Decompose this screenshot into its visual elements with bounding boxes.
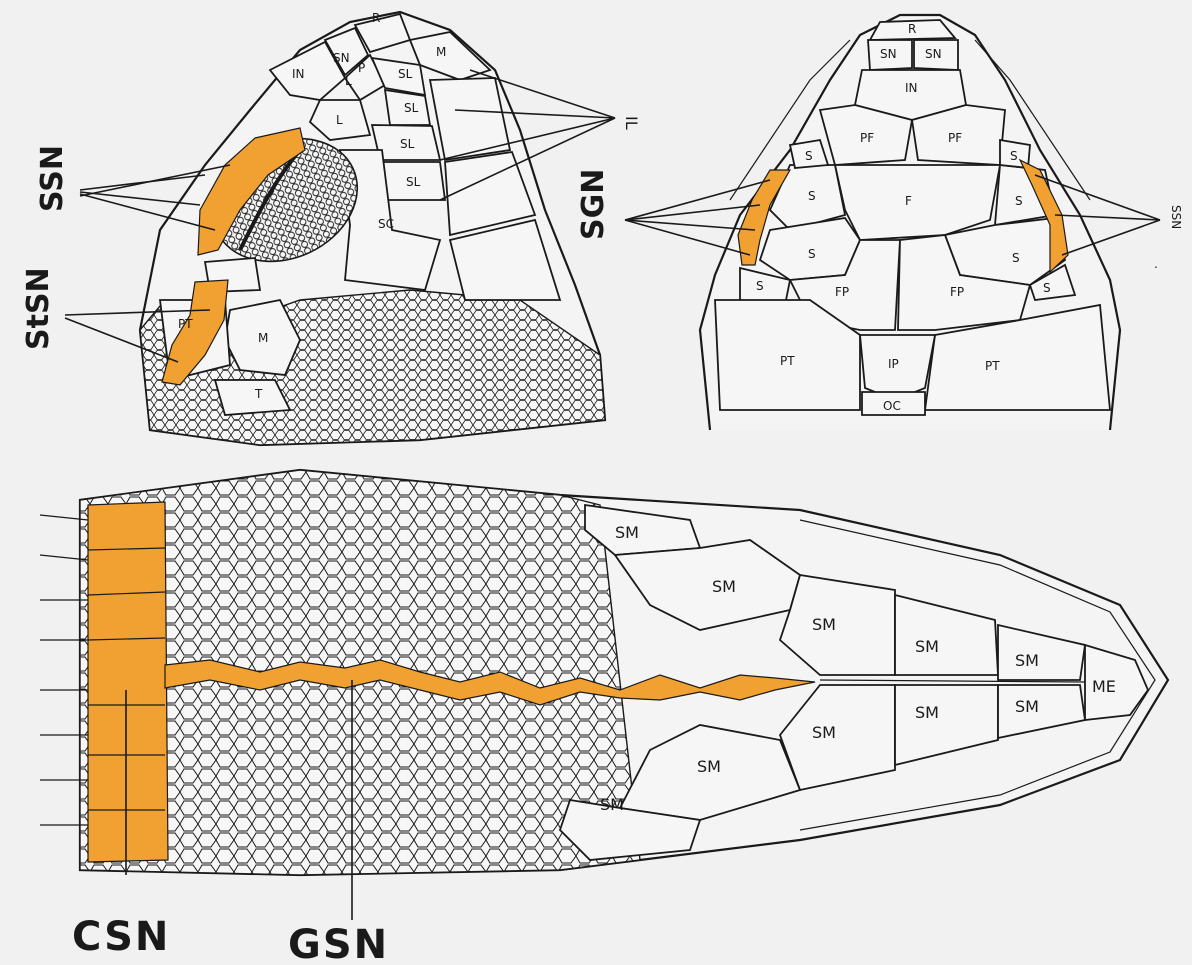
label-lateral-p: P: [358, 61, 365, 75]
label-dorsal-sn-2: SN: [925, 47, 942, 61]
label-lateral-sl-4: SL: [406, 175, 421, 189]
label-dorsal-f: F: [905, 194, 912, 208]
label-dorsal-s-6: S: [1012, 251, 1020, 265]
label-lateral-r: R: [372, 11, 380, 25]
label-sm-6: SM: [812, 723, 836, 742]
label-sm-2: SM: [712, 577, 736, 596]
label-dorsal-oc: OC: [883, 399, 901, 413]
label-dorsal-in: IN: [905, 81, 918, 95]
label-sm-4: SM: [915, 637, 939, 656]
callout-dot: .: [1154, 257, 1158, 271]
lateral-infralabial-1: [430, 78, 510, 160]
callout-ssn-lateral: SSN: [35, 145, 70, 212]
label-dorsal-s-5: S: [1015, 194, 1023, 208]
label-lateral-sl-3: SL: [400, 137, 415, 151]
label-dorsal-s-2: S: [808, 189, 816, 203]
label-dorsal-s-3: S: [808, 247, 816, 261]
label-dorsal-s-7: S: [756, 279, 764, 293]
label-sm-10: SM: [600, 795, 624, 814]
label-dorsal-s-4: S: [1010, 149, 1018, 163]
label-dorsal-fp-2: FP: [950, 285, 964, 299]
label-dorsal-fp-1: FP: [835, 285, 849, 299]
callout-csn: CSN: [72, 914, 170, 960]
label-lateral-t: T: [254, 387, 263, 401]
label-me: ME: [1092, 677, 1116, 696]
label-dorsal-ip: IP: [888, 357, 899, 371]
label-dorsal-sn-1: SN: [880, 47, 897, 61]
label-dorsal-pf-2: PF: [948, 131, 962, 145]
label-sm-7: SM: [915, 703, 939, 722]
callout-sgn: SGN: [576, 169, 611, 240]
label-dorsal-pf-1: PF: [860, 131, 874, 145]
label-lateral-l-lower: L: [336, 113, 343, 127]
label-sm-9: SM: [697, 757, 721, 776]
label-lateral-pt: PT: [178, 317, 193, 331]
label-dorsal-pt-2: PT: [985, 359, 1000, 373]
csn-highlight: [88, 502, 168, 862]
label-lateral-sc: SC: [378, 217, 394, 231]
label-lateral-in: IN: [292, 67, 305, 81]
label-dorsal-s-8: S: [1043, 281, 1051, 295]
label-lateral-sn: SN: [333, 51, 350, 65]
label-lateral-m-top: M: [436, 45, 446, 59]
callout-il: IL: [622, 116, 641, 130]
label-sm-3: SM: [812, 615, 836, 634]
callout-ssn-dorsal: SSN: [1169, 205, 1183, 229]
label-lateral-sl-1: SL: [398, 67, 413, 81]
callout-gsn: GSN: [288, 922, 389, 965]
label-sm-8: SM: [1015, 697, 1039, 716]
label-lateral-sl-2: SL: [404, 101, 419, 115]
label-dorsal-pt-1: PT: [780, 354, 795, 368]
label-lateral-l-upper: L: [345, 74, 352, 88]
label-sm-5: SM: [1015, 651, 1039, 670]
callout-stsn: StSN: [21, 267, 56, 350]
label-lateral-m-side: M: [258, 331, 268, 345]
label-dorsal-r: R: [908, 22, 916, 36]
label-sm-1: SM: [615, 523, 639, 542]
label-dorsal-s-1: S: [805, 149, 813, 163]
